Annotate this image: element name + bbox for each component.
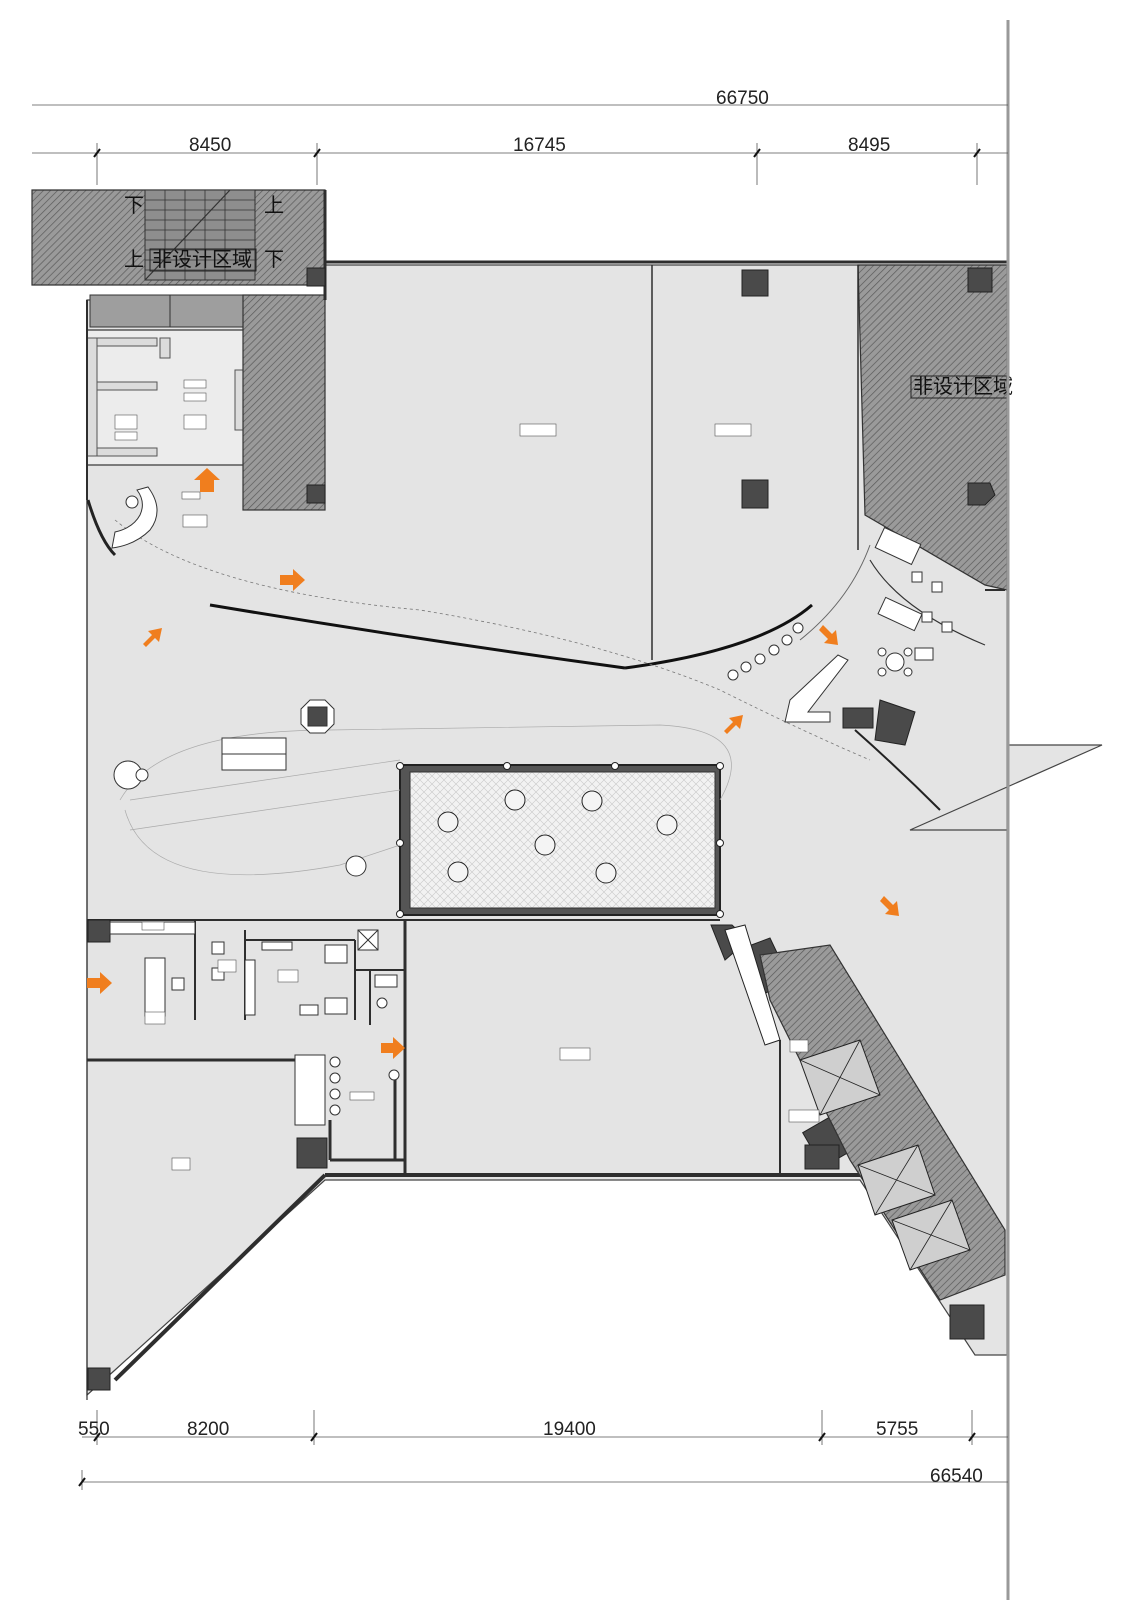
tree-5 — [534, 834, 556, 856]
arrow-5 — [724, 715, 743, 734]
circulation-arrows — [87, 468, 899, 1059]
arrow-2 — [280, 569, 305, 591]
column-round — [345, 855, 367, 877]
arrow-7 — [87, 972, 112, 994]
corridor-hatch — [242, 294, 326, 511]
arrow-1 — [194, 468, 220, 492]
dimension-lines — [32, 104, 1008, 1490]
stair-mark-down-1: 下 — [124, 193, 144, 217]
room-tags — [141, 423, 820, 1171]
tree-4 — [656, 814, 678, 836]
tree-2 — [504, 789, 526, 811]
dim-top-seg-2: 16745 — [513, 135, 566, 156]
dim-top-seg-1: 8450 — [189, 135, 231, 156]
arrow-4 — [819, 625, 838, 645]
elevator-core — [724, 924, 1006, 1301]
walls — [86, 190, 1007, 1400]
right-non-design-zone — [857, 264, 1008, 591]
dim-bottom-seg-3: 19400 — [543, 1419, 596, 1440]
tree-3 — [581, 790, 603, 812]
dim-top-total: 66750 — [716, 88, 769, 109]
zone-label-right: 非设计区域 — [913, 374, 1013, 398]
stair-mark-up-2: 上 — [124, 247, 144, 271]
tree-6 — [447, 861, 469, 883]
arrow-3 — [143, 628, 162, 647]
arrow-8 — [381, 1037, 405, 1059]
tree-1 — [437, 811, 459, 833]
shelving-unit — [294, 1054, 326, 1126]
dim-top-seg-3: 8495 — [848, 135, 890, 156]
reception-desk — [111, 486, 158, 549]
stair-mark-down-2: 下 — [264, 247, 284, 271]
lounge-stools — [727, 622, 804, 681]
office-desk — [144, 957, 166, 1017]
dim-bottom-seg-2: 8200 — [187, 1419, 229, 1440]
bar-counter — [784, 654, 849, 723]
curved-partitions — [86, 499, 986, 811]
tree-7 — [595, 862, 617, 884]
atrium — [396, 762, 724, 918]
furniture — [109, 486, 953, 1126]
dim-bottom-seg-1: 550 — [78, 1419, 110, 1440]
dim-bottom-total: 66540 — [930, 1466, 983, 1487]
escalator-outline — [119, 724, 732, 876]
arrow-6 — [880, 896, 899, 916]
non-design-zones: 非设计区域 非设计区域 下 上 上 下 — [31, 189, 1013, 591]
dimension-ticks — [78, 148, 981, 1487]
zone-label-left: 非设计区域 — [152, 247, 252, 271]
stair-mark-up-1: 上 — [264, 193, 284, 217]
dim-bottom-seg-4: 5755 — [876, 1419, 918, 1440]
cafe-seating — [877, 571, 953, 677]
